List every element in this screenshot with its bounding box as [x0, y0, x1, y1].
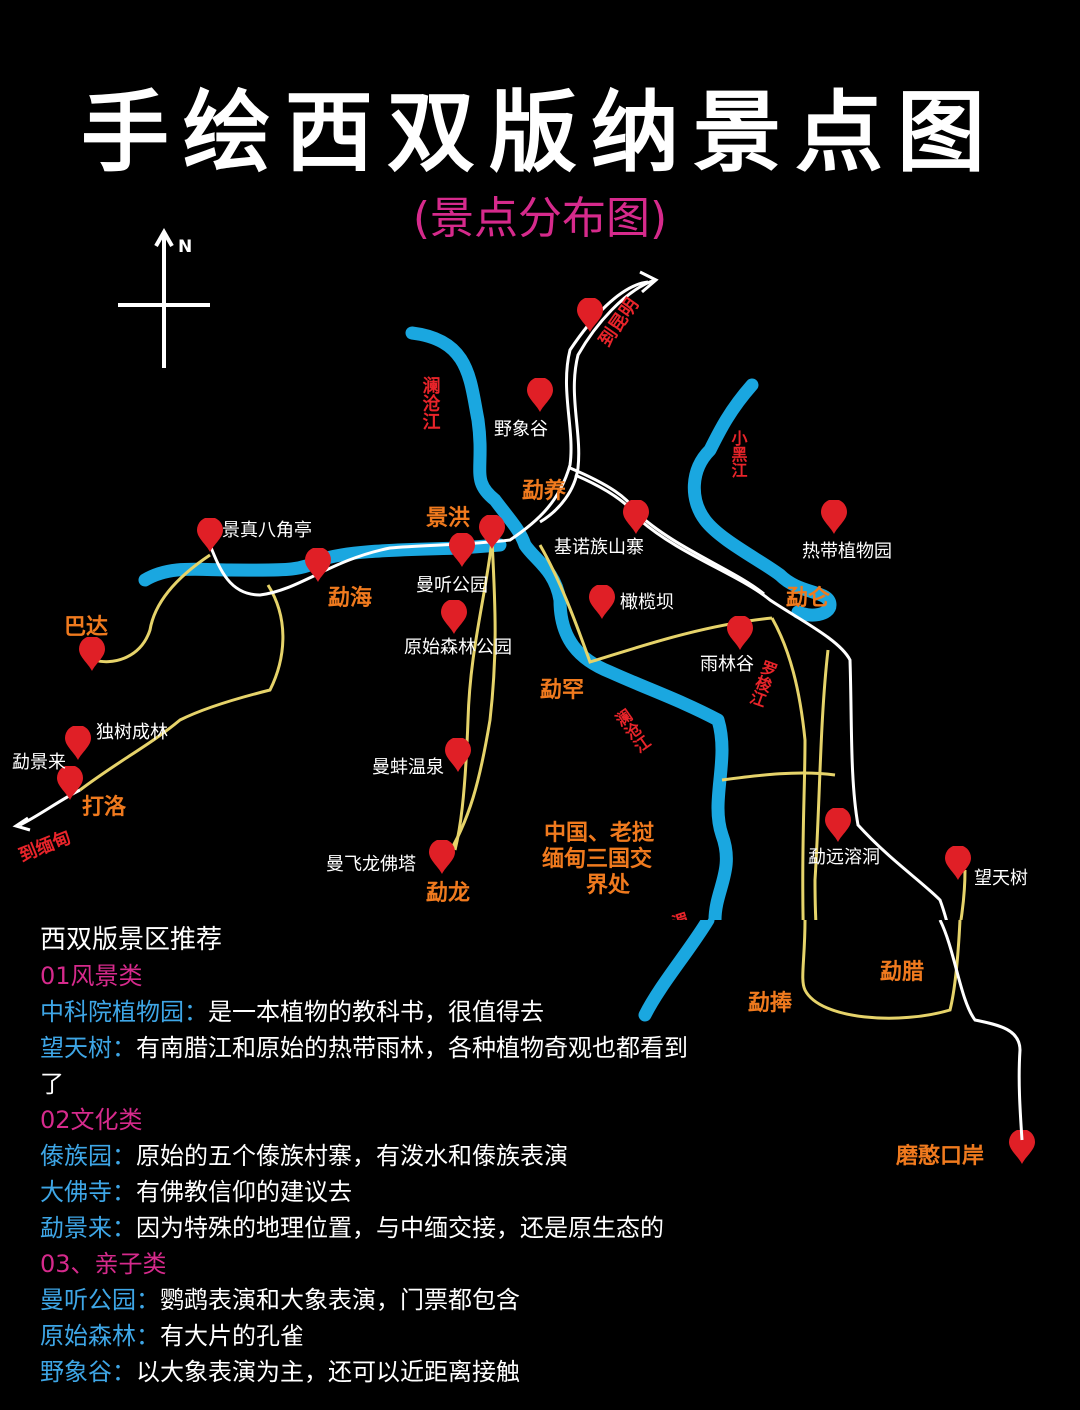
- item-value: 有大片的孔雀: [160, 1322, 304, 1350]
- pin-yexianggu: [527, 378, 553, 412]
- town-jinghong: 景洪: [426, 506, 470, 531]
- section-scenery: 01风景类: [40, 962, 143, 990]
- item-value: 是一本植物的教科书，很值得去: [208, 998, 544, 1026]
- town-mohan-port: 磨憨口岸: [896, 1144, 985, 1169]
- item-value: 因为特殊的地理位置，与中缅交接，还是原生态的: [136, 1214, 664, 1242]
- spot-manfeilong: 曼飞龙佛塔: [326, 854, 416, 875]
- section-family: 03、亲子类: [40, 1250, 167, 1278]
- town-menghan: 勐罕: [540, 678, 584, 703]
- spot-ganlanba: 橄榄坝: [620, 592, 674, 613]
- pin-botanical: [821, 500, 847, 534]
- pin-forestpark: [441, 600, 467, 634]
- compass: [118, 227, 210, 368]
- spot-jinuo: 基诺族山寨: [554, 537, 644, 558]
- list-item: 曼听公园：鹦鹉表演和大象表演，门票都包含: [40, 1282, 1040, 1318]
- list-item: 原始森林：有大片的孔雀: [40, 1318, 1040, 1354]
- pin-kunming: [577, 298, 603, 332]
- item-value: 有南腊江和原始的热带雨林，各种植物奇观也都看到: [136, 1034, 688, 1062]
- spot-jingzhen: 景真八角亭: [222, 520, 312, 541]
- list-item: 望天树：有南腊江和原始的热带雨林，各种植物奇观也都看到: [40, 1030, 1040, 1066]
- town-menghai: 勐海: [328, 585, 372, 611]
- pin-wangtianshu: [945, 846, 971, 880]
- pin-mohan: [1009, 1130, 1035, 1164]
- item-value: 鹦鹉表演和大象表演，门票都包含: [160, 1286, 520, 1314]
- spot-mantingpark: 曼听公园: [416, 575, 488, 596]
- town-menglong: 勐龙: [426, 881, 470, 906]
- town-mengyang: 勐养: [522, 478, 566, 504]
- pin-yulingu: [727, 616, 753, 650]
- list-item: 傣族园：原始的五个傣族村寨，有泼水和傣族表演: [40, 1138, 1040, 1174]
- town-bada: 巴达: [64, 615, 108, 640]
- spot-botanical: 热带植物园: [802, 541, 892, 562]
- pin-ganlanba: [589, 585, 615, 619]
- pin-bada: [79, 637, 105, 671]
- pin-mengyuan: [825, 808, 851, 842]
- border-line-1: 中国、老挝: [544, 821, 655, 846]
- page-title: 手绘西双版纳景点图: [80, 81, 999, 184]
- item-value: 有佛教信仰的建议去: [136, 1178, 352, 1206]
- spot-wangtianshu: 望天树: [974, 868, 1028, 889]
- road-lower-layer: [638, 920, 1024, 1141]
- item-value: 原始的五个傣族村寨，有泼水和傣族表演: [136, 1142, 568, 1170]
- label-river-mekong: 湄公河: [667, 910, 700, 920]
- spot-yulingu: 雨林谷: [700, 654, 754, 675]
- pin-layer: [57, 298, 971, 880]
- town-daluo: 打洛: [82, 794, 127, 820]
- label-river-lancang-2: 澜沧江: [609, 706, 653, 758]
- spot-mengyuan: 勐远溶洞: [808, 847, 880, 868]
- town-mengla: 勐腊: [880, 960, 925, 985]
- item-key: 勐景来：: [40, 1214, 136, 1242]
- item-key: 傣族园：: [40, 1142, 136, 1170]
- recommend-title: 西双版景区推荐: [40, 925, 223, 955]
- spot-manbeng: 曼蚌温泉: [372, 757, 444, 778]
- list-item: 了: [40, 1066, 1040, 1102]
- pin-dushu: [65, 726, 91, 760]
- label-to-myanmar: 到缅甸: [16, 826, 74, 867]
- section-culture: 02文化类: [40, 1106, 143, 1134]
- recommendations: 西双版景区推荐 01风景类 中科院植物园：是一本植物的教科书，很值得去 望天树：…: [40, 922, 1040, 1390]
- town-mengpeng: 勐捧: [748, 991, 793, 1016]
- pin-mantingpark: [449, 533, 475, 567]
- list-item: 大佛寺：有佛教信仰的建议去: [40, 1174, 1040, 1210]
- road-yellow-layer: [79, 539, 967, 920]
- item-key: 原始森林：: [40, 1322, 160, 1350]
- item-key: 望天树：: [40, 1034, 136, 1062]
- arrow-myanmar-head: [12, 816, 31, 832]
- item-key: 中科院植物园：: [40, 998, 208, 1026]
- border-line-2: 缅甸三国交: [542, 846, 652, 872]
- river-xiaohei: [687, 378, 837, 622]
- spot-dushu: 独树成林: [96, 722, 168, 743]
- spot-forestpark: 原始森林公园: [404, 637, 512, 658]
- town-menglun: 勐仑: [786, 585, 831, 611]
- spot-mengjinglai: 勐景来: [12, 752, 66, 773]
- spot-yexianggu: 野象谷: [494, 419, 548, 440]
- list-item: 中科院植物园：是一本植物的教科书，很值得去: [40, 994, 1040, 1030]
- label-river-lancang: 澜沧江: [420, 375, 441, 430]
- item-key: 野象谷：: [40, 1358, 136, 1386]
- road-white-layer: [19, 278, 948, 920]
- pin-jinuo: [623, 500, 649, 534]
- pin-jingzhen: [197, 518, 223, 552]
- arrow-kunming-head: [639, 270, 659, 294]
- list-item: 野象谷：以大象表演为主，还可以近距离接触: [40, 1354, 1040, 1390]
- page-subtitle: (景点分布图): [412, 193, 668, 244]
- compass-north-label: N: [178, 237, 192, 257]
- label-river-xiaohei: 小黑江: [729, 430, 748, 479]
- list-item: 勐景来：因为特殊的地理位置，与中缅交接，还是原生态的: [40, 1210, 1040, 1246]
- item-value: 了: [40, 1070, 64, 1098]
- item-key: 曼听公园：: [40, 1286, 160, 1314]
- item-key: 大佛寺：: [40, 1178, 136, 1206]
- item-value: 以大象表演为主，还可以近距离接触: [136, 1358, 520, 1386]
- scenic-map: N: [12, 227, 1028, 920]
- border-line-3: 界处: [586, 872, 630, 898]
- pin-manfeilong: [429, 840, 455, 874]
